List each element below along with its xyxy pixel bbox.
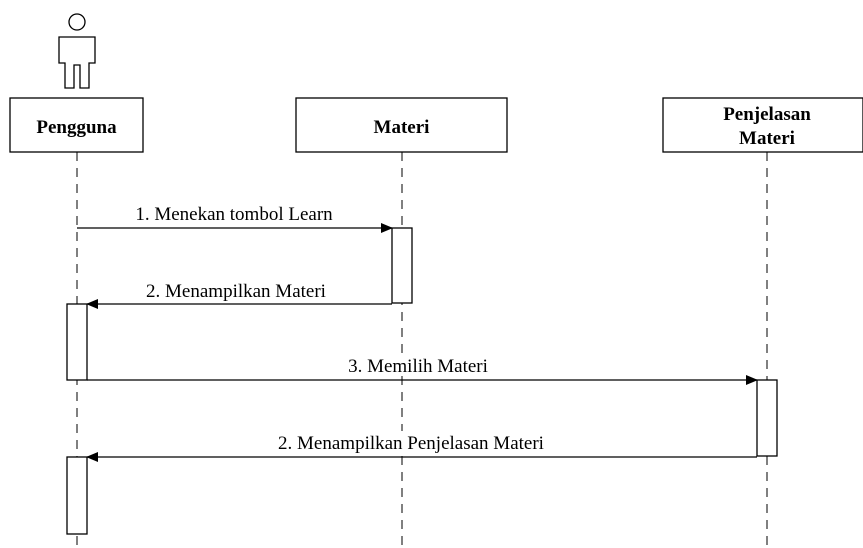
message-2: 2. Menampilkan Materi bbox=[86, 279, 392, 309]
participant-label-pengguna: Pengguna bbox=[36, 117, 117, 138]
activation-bar-pengguna-2 bbox=[66, 456, 88, 535]
participant-label-materi: Materi bbox=[374, 117, 430, 138]
message-1: 1. Menekan tombol Learn bbox=[77, 204, 393, 233]
activation-bar-materi bbox=[391, 227, 413, 304]
participant-materi: Materi bbox=[295, 97, 508, 153]
actor-icon bbox=[58, 13, 96, 89]
activation-bar-pengguna-1 bbox=[66, 303, 88, 381]
message-label: 3. Memilih Materi bbox=[348, 356, 488, 377]
participant-label-penjelasan-line1: Penjelasan bbox=[723, 104, 811, 125]
message-label: 2. Menampilkan Materi bbox=[146, 281, 326, 302]
participant-pengguna: Pengguna bbox=[9, 97, 144, 153]
participant-penjelasan-materi: Penjelasan Materi bbox=[662, 97, 863, 153]
message-4: 2. Menampilkan Penjelasan Materi bbox=[86, 431, 757, 462]
activation-bar-penjelasan bbox=[756, 379, 778, 457]
message-3: 3. Memilih Materi bbox=[87, 354, 758, 385]
message-label: 2. Menampilkan Penjelasan Materi bbox=[278, 433, 544, 454]
message-label: 1. Menekan tombol Learn bbox=[135, 204, 333, 225]
participant-label-penjelasan-line2: Materi bbox=[739, 128, 795, 149]
